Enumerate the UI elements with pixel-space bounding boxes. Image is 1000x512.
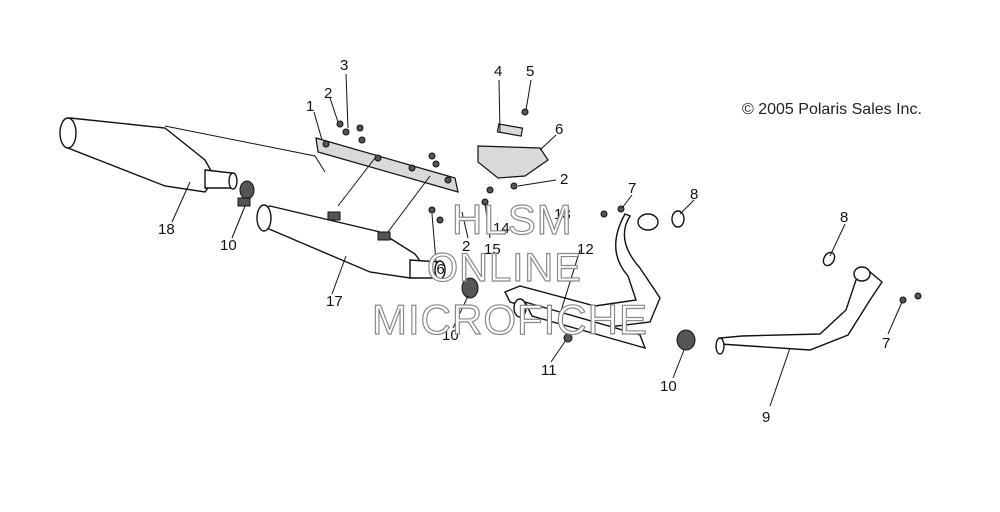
lower-clamp[interactable] [461,277,479,299]
gasket-front[interactable] [671,210,685,228]
callout-14: 14 [493,220,510,237]
callout-9: 9 [762,409,770,426]
callout-10a: 10 [220,237,237,254]
callout-13: 13 [554,206,571,223]
callout-16: 16 [428,261,445,278]
gasket-rear[interactable] [821,250,837,267]
watermark-line-2: ONLINE [426,245,582,290]
callout-5: 5 [526,63,534,80]
upper-clamp[interactable] [237,180,255,207]
callout-7b: 7 [882,335,890,352]
callout-labels: 1 2 3 4 5 6 2 7 8 8 7 9 10 11 12 13 14 1… [158,57,890,426]
callout-8a: 8 [690,186,698,203]
callout-12: 12 [577,241,594,258]
callout-2a: 2 [324,85,332,102]
lower-muffler[interactable] [256,204,446,280]
callout-10b: 10 [442,327,459,344]
callout-8b: 8 [840,209,848,226]
callout-7a: 7 [628,180,636,197]
callout-6: 6 [555,121,563,138]
watermark-line-3: MICROFICHE [371,295,648,343]
mounting-bracket[interactable] [315,137,459,233]
watermark-line-1: HLSM [451,195,573,243]
callout-3: 3 [340,57,348,74]
upper-muffler[interactable] [59,117,326,193]
head-pipe-front[interactable] [504,213,661,350]
bracket-hardware[interactable] [336,120,440,168]
callout-4: 4 [494,63,502,80]
callout-2b: 2 [560,171,568,188]
callout-18: 18 [158,221,175,238]
callout-1: 1 [306,98,314,115]
callout-15: 15 [484,241,501,258]
heat-shield[interactable] [428,108,549,224]
leader-lines [171,73,903,407]
callout-2c: 2 [462,238,470,255]
front-clamp[interactable] [676,329,696,351]
callout-11: 11 [541,362,557,379]
callout-10c: 10 [660,378,677,395]
callout-17: 17 [326,293,343,310]
head-pipe-rear[interactable] [715,266,883,355]
copyright-notice: © 2005 Polaris Sales Inc. [742,101,922,118]
